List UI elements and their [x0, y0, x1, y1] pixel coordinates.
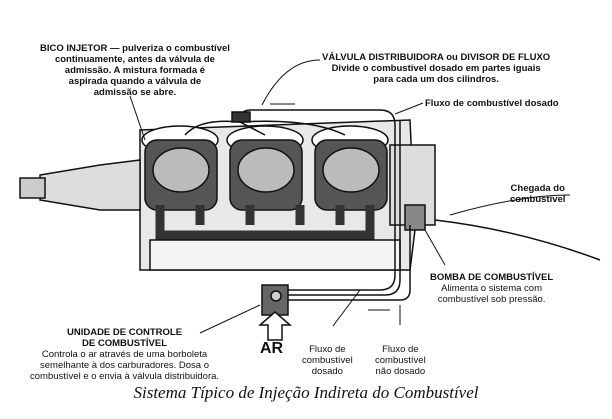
unmetered-fuel-line [288, 225, 411, 301]
unmetered-flow-line: Fluxo de [382, 344, 419, 355]
propeller-shaft [39, 159, 141, 211]
distributor-line: Divide o combustível dosado em partes ig… [331, 63, 541, 74]
unmetered-flow-line: combustível [375, 355, 426, 366]
control-unit-title: DE COMBUSTÍVEL [82, 338, 168, 349]
injector-label: BICO INJETOR — pulveriza o combustível c… [40, 43, 230, 98]
distributor-valve [231, 111, 251, 123]
intake-manifold [155, 205, 375, 240]
air-arrow [257, 311, 293, 341]
fuel-inlet-line: Chegada do [510, 183, 565, 194]
distributor-title: VÁLVULA DISTRIBUIDORA ou DIVISOR DE FLUX… [322, 52, 551, 63]
injector-line: pulveriza o combustível [122, 43, 230, 54]
fuel-inlet-line: combustível [510, 194, 566, 205]
air-label: AR [260, 340, 284, 357]
cylinder-2 [226, 125, 304, 211]
unmetered-flow-label: Fluxo de combustível não dosado [375, 344, 426, 377]
control-unit-line: Controla o ar através de uma borboleta [41, 349, 208, 360]
metered-flow-top-label: Fluxo de combustível dosado [425, 98, 559, 109]
metered-flow-line: Fluxo de [309, 344, 346, 355]
injector-line: aspirada quando a válvula de [68, 76, 202, 87]
cylinder-3 [311, 125, 389, 211]
control-unit-label: UNIDADE DE CONTROLE DE COMBUSTÍVEL Contr… [30, 327, 219, 382]
pump-label: BOMBA DE COMBUSTÍVEL Alimenta o sistema … [430, 272, 553, 305]
control-unit-line: combustível e o envia à válvula distribu… [30, 371, 220, 382]
unmetered-flow-line: não dosado [375, 366, 426, 377]
control-unit-line: semelhante à dos carburadores. Dosa o [40, 360, 210, 371]
pump-line: Alimenta o sistema com [441, 283, 542, 294]
metered-flow-line: combustível [302, 355, 353, 366]
distributor-line: para cada um dos cilindros. [373, 74, 499, 85]
injector-title: BICO INJETOR — [40, 43, 120, 54]
control-unit-title: UNIDADE DE CONTROLE [66, 327, 183, 338]
metered-flow-line: dosado [311, 366, 343, 377]
injector-line: continuamente, antes da válvula de [54, 54, 215, 65]
cylinder-1 [141, 125, 219, 211]
injector-line: admissão se abre. [93, 87, 177, 98]
injector-line: admissão. A mistura formada é [64, 65, 206, 76]
figure-caption: Sistema Típico de Injeção Indireta do Co… [133, 383, 479, 402]
inlet-line [434, 219, 601, 261]
fuel-inlet-label: Chegada do combustível [510, 183, 565, 205]
metered-flow-bottom-label: Fluxo de combustível dosado [302, 344, 353, 377]
pump-title: BOMBA DE COMBUSTÍVEL [430, 272, 554, 283]
pump-line: combustível sob pressão. [437, 294, 546, 305]
distributor-label: VÁLVULA DISTRIBUIDORA ou DIVISOR DE FLUX… [322, 52, 550, 85]
